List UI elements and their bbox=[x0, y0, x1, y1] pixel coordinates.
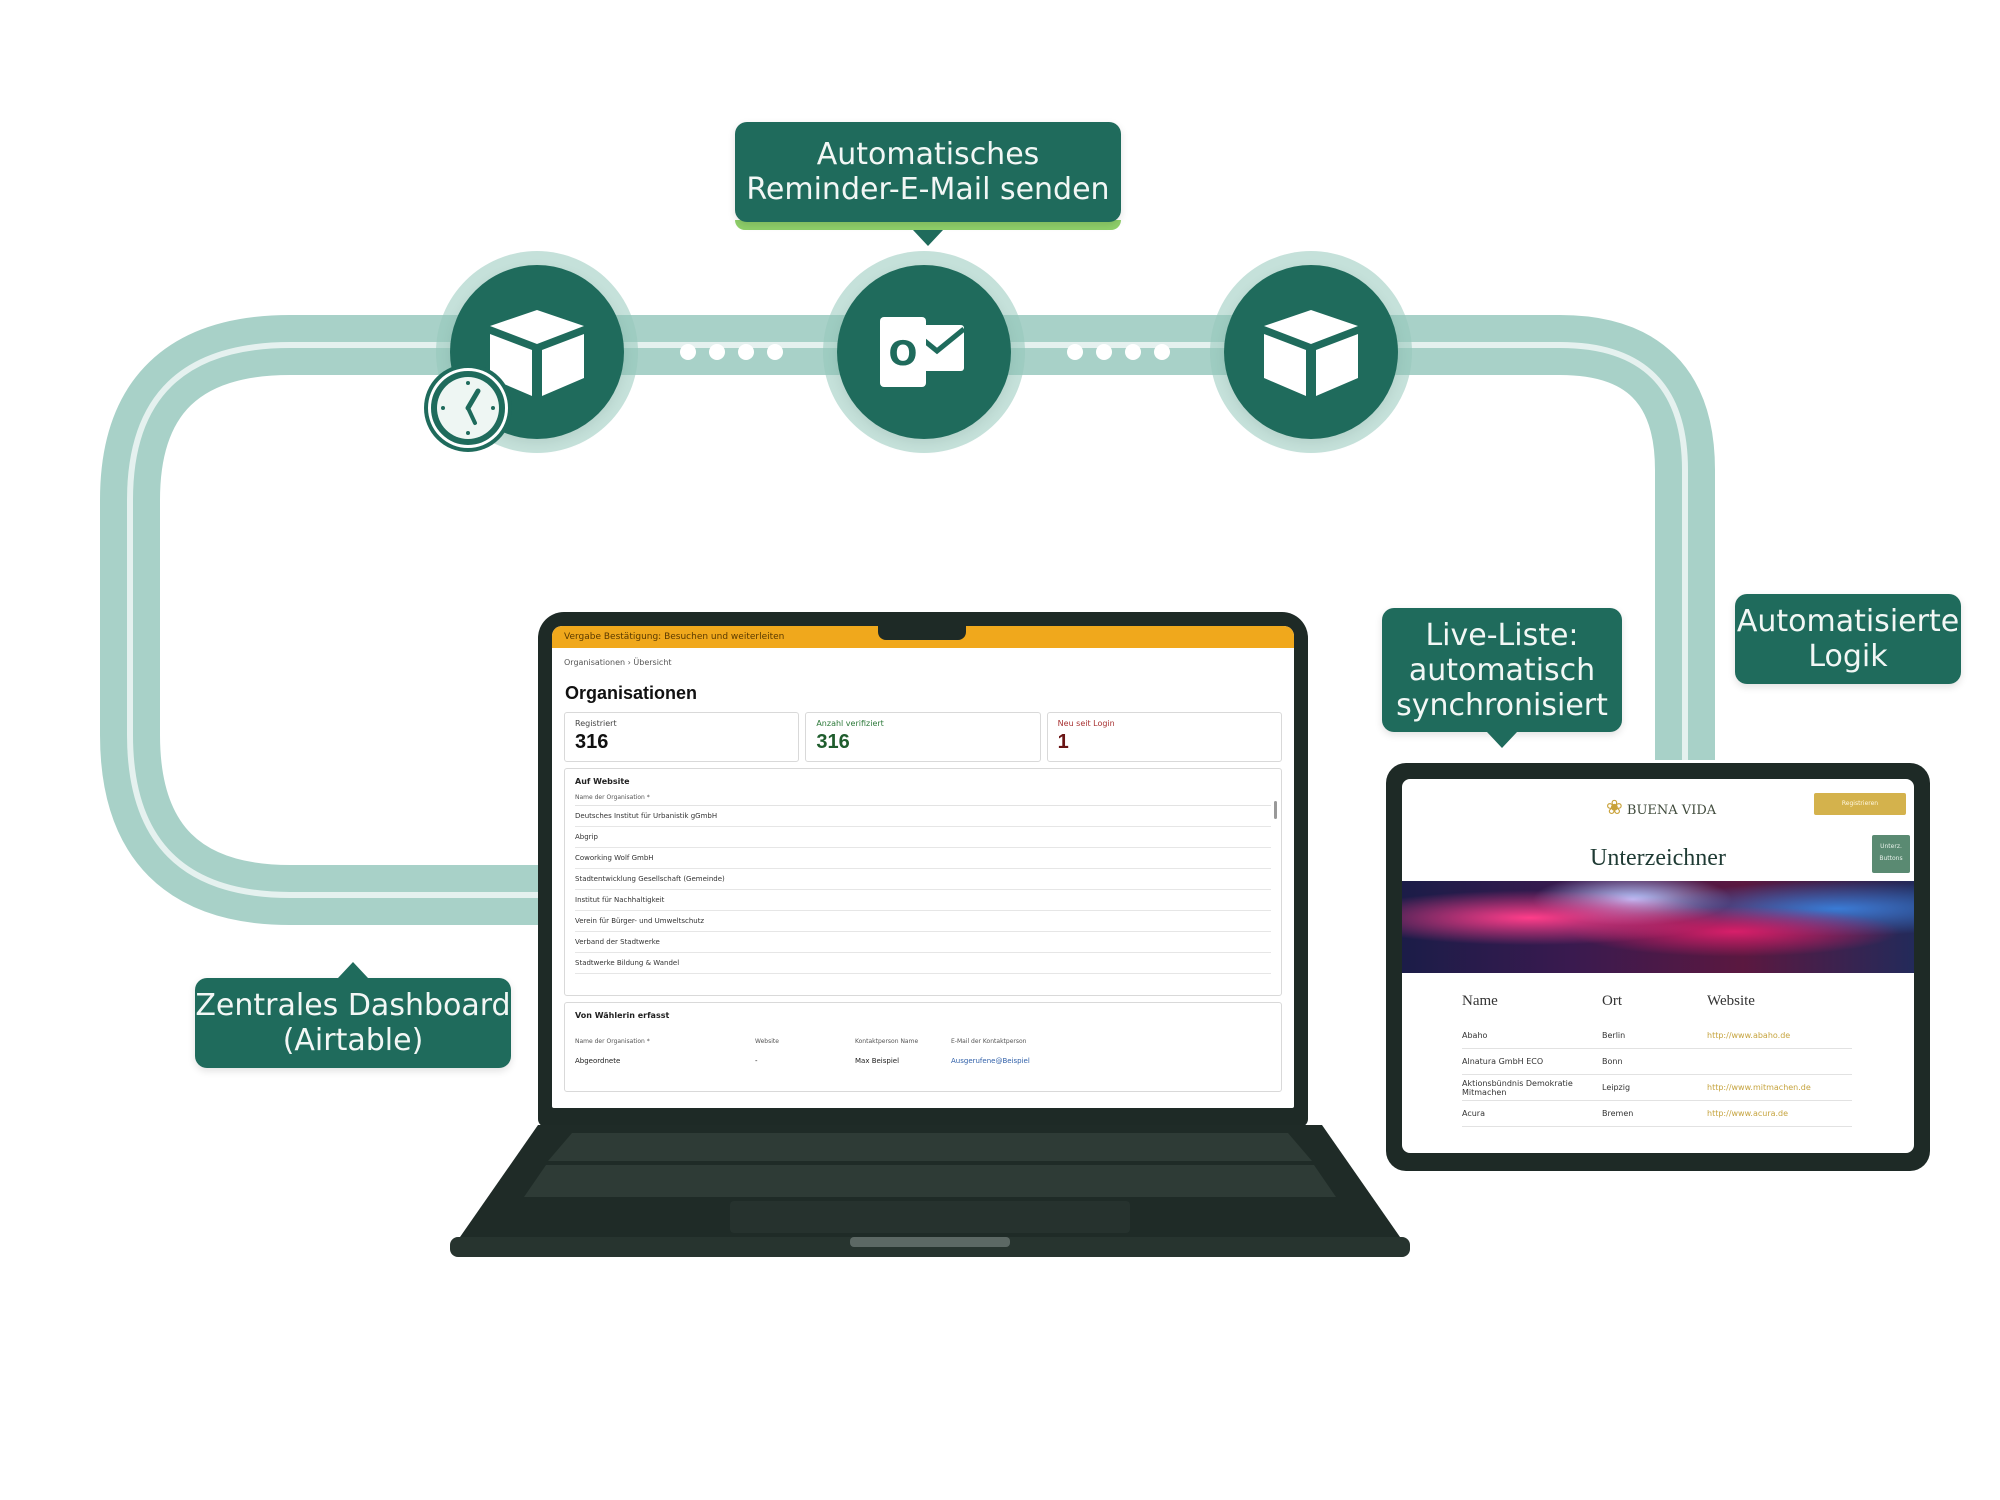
cell-ort: Bremen bbox=[1602, 1109, 1634, 1118]
cell-name: Aktionsbündnis Demokratie Mitmachen bbox=[1462, 1078, 1573, 1097]
cell-name: Acura bbox=[1462, 1109, 1485, 1118]
page-title: Unterzeichner bbox=[1590, 845, 1726, 871]
signatory-table: Name Ort Website Abaho Berlin http://www… bbox=[1462, 993, 1852, 1127]
submitted-table: Von Wählerin erfasst Name der Organisati… bbox=[564, 1002, 1282, 1092]
laptop-keyboard-base bbox=[450, 1125, 1410, 1257]
airtable-node-end bbox=[1224, 265, 1398, 439]
list-column-header: Name der Organisation * bbox=[575, 794, 1271, 806]
submitted-columns: Name der Organisation * Website Kontaktp… bbox=[575, 1038, 1271, 1045]
column-header: E-Mail der Kontaktperson bbox=[951, 1038, 1027, 1045]
callout-pointer bbox=[338, 962, 368, 978]
table-row: Aktionsbündnis Demokratie Mitmachen Leip… bbox=[1462, 1075, 1852, 1101]
outlook-letter: O bbox=[889, 334, 918, 374]
list-item[interactable]: Verein für Bürger- und Umweltschutz bbox=[575, 911, 1271, 932]
table-header: Name Ort Website bbox=[1462, 993, 1852, 1023]
track-dots-right bbox=[1067, 344, 1170, 360]
stat-value: 316 bbox=[816, 731, 850, 753]
tablet-screen: ❀ BUENA VIDA Registrieren Unterz. Button… bbox=[1402, 779, 1914, 1153]
stat-value: 1 bbox=[1057, 731, 1069, 753]
column-header: Kontaktperson Name bbox=[855, 1038, 919, 1045]
airtable-node-start bbox=[428, 265, 624, 448]
stat-label: Registriert bbox=[575, 719, 617, 728]
outlook-icon: O bbox=[880, 317, 966, 387]
callout-email-line2: Reminder-E-Mail senden bbox=[746, 172, 1110, 207]
stat-label: Neu seit Login bbox=[1057, 719, 1115, 728]
table-row[interactable]: Abgeordnete - Max Beispiel Ausgerufene@B… bbox=[575, 1057, 1271, 1065]
table-row: Alnatura GmbH ECO Bonn bbox=[1462, 1049, 1852, 1075]
stat-value: 316 bbox=[575, 731, 609, 753]
cell-name: Abgeordnete bbox=[575, 1057, 621, 1065]
leaf-icon: ❀ bbox=[1606, 795, 1623, 819]
airtable-box-icon bbox=[490, 310, 584, 396]
cell-ort: Berlin bbox=[1602, 1031, 1626, 1040]
outlook-node: O bbox=[837, 265, 1011, 439]
side-widget-line2: Buttons bbox=[1879, 855, 1903, 862]
column-header: Name der Organisation * bbox=[575, 1038, 650, 1045]
stat-card-new: Neu seit Login 1 bbox=[1046, 712, 1282, 762]
cell-email-link[interactable]: Ausgerufene@Beispiel bbox=[951, 1057, 1030, 1065]
list-item[interactable]: Institut für Nachhaltigkeit bbox=[575, 890, 1271, 911]
list-item[interactable]: Coworking Wolf GmbH bbox=[575, 848, 1271, 869]
cell-website: - bbox=[755, 1057, 758, 1065]
callout-logic-line1: Automatisierte bbox=[1736, 604, 1960, 639]
callout-live-list: Live-Liste: automatisch synchronisiert bbox=[1382, 608, 1622, 748]
callout-live-line3: synchronisiert bbox=[1396, 687, 1608, 723]
column-header-name: Name bbox=[1462, 993, 1498, 1009]
logo-text: BUENA VIDA bbox=[1626, 803, 1717, 818]
stat-card-registered: Registriert 316 bbox=[564, 712, 800, 762]
stat-card-verified: Anzahl verifiziert 316 bbox=[805, 712, 1041, 762]
side-widget-line1: Unterz. bbox=[1880, 843, 1902, 850]
list-item[interactable]: Deutsches Institut für Urbanistik gGmbH bbox=[575, 806, 1271, 827]
stats-row: Registriert 316 Anzahl verifiziert 316 N… bbox=[552, 712, 1294, 762]
table-row: Abaho Berlin http://www.abaho.de bbox=[1462, 1023, 1852, 1049]
callout-dashboard-line2: (Airtable) bbox=[282, 1023, 424, 1058]
clock-icon bbox=[428, 368, 508, 448]
cell-ort: Leipzig bbox=[1602, 1083, 1631, 1092]
cell-website-link[interactable]: http://www.abaho.de bbox=[1707, 1031, 1791, 1040]
page-title: Organisationen bbox=[565, 683, 698, 703]
callout-live-line1: Live-Liste: bbox=[1425, 617, 1579, 653]
register-button[interactable]: Registrieren bbox=[1814, 793, 1906, 815]
list-scrollbar[interactable] bbox=[1274, 801, 1277, 819]
callout-automated-logic: Automatisierte Logik bbox=[1735, 594, 1961, 684]
breadcrumb[interactable]: Organisationen › Übersicht bbox=[564, 658, 672, 667]
callout-live-line2: automatisch bbox=[1408, 652, 1596, 688]
list-item[interactable]: Stadtentwicklung Gesellschaft (Gemeinde) bbox=[575, 869, 1271, 890]
laptop-notch bbox=[878, 624, 966, 640]
callout-reminder-email: Automatisches Reminder-E-Mail senden bbox=[735, 122, 1121, 246]
callout-logic-line2: Logik bbox=[1808, 639, 1888, 674]
callout-pointer bbox=[1487, 732, 1517, 748]
track-dots-left bbox=[680, 344, 783, 360]
site-logo: ❀ BUENA VIDA bbox=[1606, 795, 1716, 819]
column-header: Website bbox=[755, 1038, 779, 1045]
list-item[interactable]: Stadtwerke Bildung & Wandel bbox=[575, 953, 1271, 974]
cell-website-link[interactable]: http://www.acura.de bbox=[1707, 1109, 1789, 1118]
callout-pointer bbox=[913, 230, 943, 246]
column-header-website: Website bbox=[1707, 993, 1755, 1009]
callout-central-dashboard: Zentrales Dashboard (Airtable) bbox=[195, 962, 511, 1068]
callout-email-line1: Automatisches bbox=[816, 137, 1040, 172]
cell-ort: Bonn bbox=[1602, 1057, 1623, 1066]
submitted-header: Von Wählerin erfasst bbox=[575, 1011, 670, 1020]
organisation-list: Auf Website Name der Organisation * Deut… bbox=[564, 768, 1282, 996]
airtable-box-icon bbox=[1264, 310, 1358, 396]
cell-contact: Max Beispiel bbox=[855, 1057, 900, 1065]
cell-name: Alnatura GmbH ECO bbox=[1462, 1057, 1544, 1066]
concert-banner-image bbox=[1402, 881, 1914, 973]
laptop-screen: Vergabe Bestätigung: Besuchen und weiter… bbox=[552, 626, 1294, 1108]
cell-name: Abaho bbox=[1462, 1031, 1488, 1040]
side-widget[interactable]: Unterz. Buttons bbox=[1872, 835, 1910, 873]
list-item[interactable]: Abgrip bbox=[575, 827, 1271, 848]
column-header-ort: Ort bbox=[1602, 993, 1622, 1009]
list-item[interactable]: Verband der Stadtwerke bbox=[575, 932, 1271, 953]
callout-dashboard-line1: Zentrales Dashboard bbox=[195, 988, 511, 1023]
table-row: Acura Bremen http://www.acura.de bbox=[1462, 1101, 1852, 1127]
stat-label: Anzahl verifiziert bbox=[816, 719, 884, 728]
cell-website-link[interactable]: http://www.mitmachen.de bbox=[1707, 1083, 1811, 1092]
list-header: Auf Website bbox=[575, 777, 630, 786]
